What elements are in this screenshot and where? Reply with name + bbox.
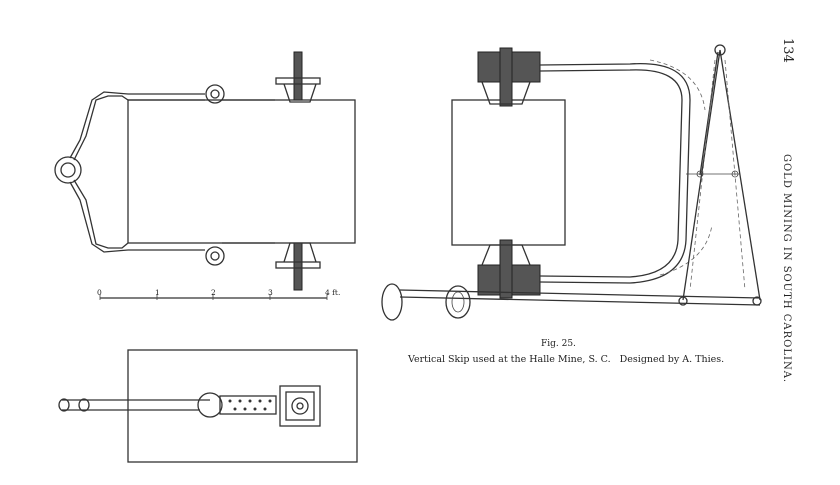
scale-label-3: 3	[268, 288, 273, 297]
figure-number: Fig. 25.	[541, 339, 576, 349]
scale-label-4: 4 ft.	[325, 288, 341, 297]
skip-plan-view	[54, 51, 356, 291]
scale-label-2: 2	[211, 288, 216, 297]
scale-label-1: 1	[155, 288, 160, 297]
scale-bar	[99, 294, 328, 300]
figure-caption: Vertical Skip used at the Halle Mine, S.…	[408, 354, 725, 365]
scale-label-0: 0	[97, 288, 102, 297]
page-number: 134	[780, 38, 795, 63]
skip-side-elevation	[381, 44, 762, 321]
running-head: GOLD MINING IN SOUTH CAROLINA.	[781, 154, 792, 384]
skip-bottom-view	[58, 349, 358, 463]
